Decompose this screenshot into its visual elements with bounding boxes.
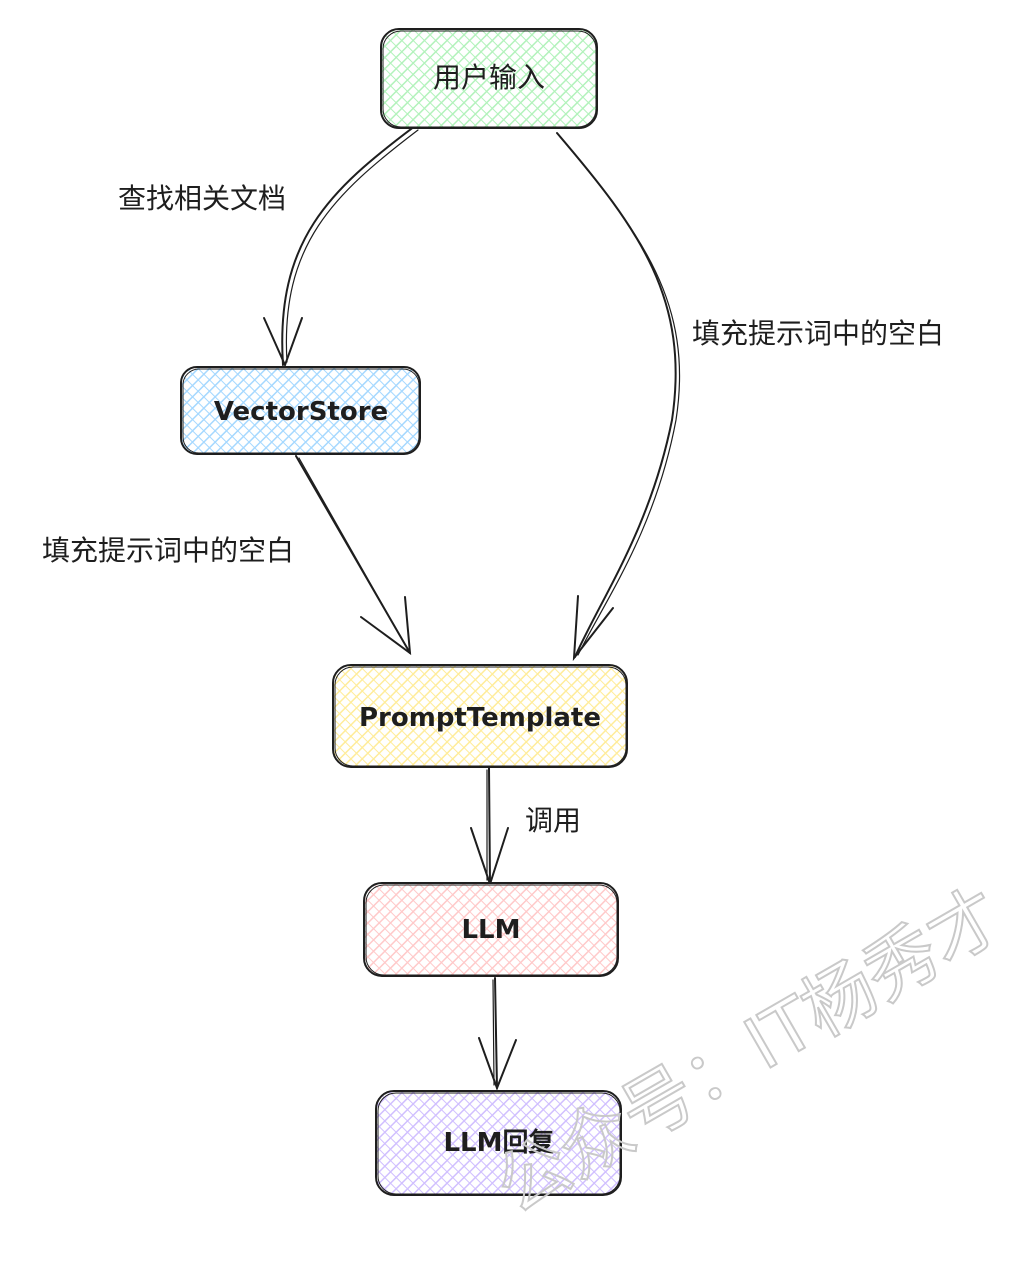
node-user-input-label: 用户输入 — [433, 61, 545, 94]
node-prompttemplate: PromptTemplate — [332, 664, 628, 768]
edge-label-invoke: 调用 — [525, 804, 581, 837]
node-llm-reply-label: LLM回复 — [443, 1128, 555, 1158]
node-llm: LLM — [363, 882, 619, 977]
edge-vectorstore-to-prompttemplate — [295, 455, 412, 656]
edge-label-fill-right: 填充提示词中的空白 — [692, 317, 944, 350]
edge-user-to-vectorstore — [263, 125, 419, 368]
node-user-input: 用户输入 — [380, 28, 598, 129]
node-llm-label: LLM — [461, 915, 520, 945]
node-llm-reply: LLM回复 — [375, 1090, 622, 1196]
node-vectorstore: VectorStore — [180, 366, 421, 455]
edge-label-fill-left: 填充提示词中的空白 — [42, 534, 294, 567]
node-vectorstore-label: VectorStore — [214, 397, 388, 427]
edge-prompttemplate-to-llm — [470, 767, 509, 888]
edge-user-to-prompttemplate — [556, 132, 681, 662]
edge-llm-to-reply — [478, 977, 517, 1091]
node-prompttemplate-label: PromptTemplate — [359, 703, 601, 733]
edge-label-find-docs: 查找相关文档 — [118, 182, 286, 215]
